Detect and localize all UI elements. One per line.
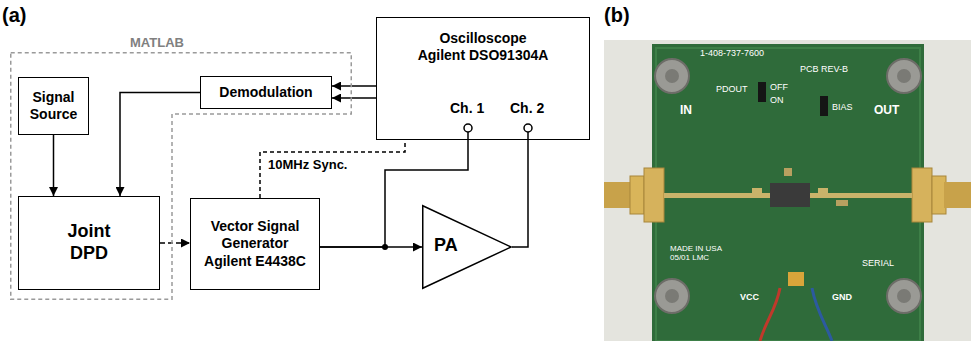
ic-chip [770,183,810,207]
pcb-board [652,44,924,341]
channel-label: Ch. 2 [510,100,544,116]
sma-nut [630,176,644,214]
board-print: PCB REV-B [800,64,848,74]
pin-label: GND [832,292,852,302]
ground-wire [812,288,832,341]
instrument-box: OscilloscopeAgilent DSO91304A [376,17,590,140]
mount-screw [655,279,689,313]
smd-part [784,168,792,176]
node-text: Signal Source [25,89,82,123]
signal-connector [53,135,55,196]
node-text: Agilent E4438C [204,253,306,270]
signal-connector [120,93,200,197]
screw-head [897,69,911,83]
channel-terminal [524,124,532,132]
supply-wire [760,288,780,341]
port-label: OUT [874,104,899,118]
sma-connector [944,182,971,208]
terminal-stub [467,132,469,140]
pin-label: VCC [740,292,759,302]
board-print: ON [770,95,784,105]
port-label: IN [680,104,692,118]
jumper [820,96,828,116]
tantalum-capacitor [788,272,804,286]
mount-screw [655,59,689,93]
screw-head [665,289,679,303]
amplifier-symbol [423,206,511,289]
mount-screw [887,279,921,313]
region-title: MATLAB [130,35,184,51]
sma-connector [604,182,632,208]
channel-label: Ch. 1 [450,100,484,116]
dashed-boundary [11,53,352,300]
dashed-connector [260,140,405,198]
panel-label: (a) [2,4,26,27]
board-edge [656,48,920,341]
node-text: PA [434,236,458,254]
board-print: BIAS [832,102,853,112]
process-box: Signal Source [18,77,89,135]
sma-nut [932,176,946,214]
smd-part [752,188,762,194]
jumper [758,82,766,102]
signal-connector [332,85,376,87]
process-box: Demodulation [200,76,332,109]
smd-part [818,188,828,194]
screw-head [665,69,679,83]
dashed-connector [160,242,190,244]
board-print: OFF [770,82,788,92]
mount-screw [887,59,921,93]
node-text: Joint DPD [54,221,124,265]
pcb-photo [604,40,971,341]
photo-background [604,40,971,341]
screw-head [897,289,911,303]
signal-connector [332,97,376,99]
board-print: PDOUT [716,84,748,94]
process-box: Joint DPD [18,196,160,290]
signal-connector [512,140,528,247]
board-print: SERIAL [862,258,894,268]
sma-flange [912,168,932,222]
board-print: 1-408-737-7600 [700,48,764,58]
smd-part [836,200,848,206]
node-text: Oscilloscope [439,30,526,47]
node-text: Demodulation [219,84,312,101]
node-text: Vector Signal Generator [198,218,312,252]
node-text: Agilent DSO91304A [418,47,549,64]
instrument-box: Vector Signal GeneratorAgilent E4438C [190,198,320,290]
board-print: MADE IN USA 05/01 LMC [670,244,730,262]
terminal-stub [527,132,529,140]
panel-label: (b) [604,4,630,27]
edge-label: 10MHz Sync. [266,157,349,172]
sma-flange [644,168,664,222]
amplifier-triangle: PA [422,205,512,289]
channel-terminal [464,124,472,132]
